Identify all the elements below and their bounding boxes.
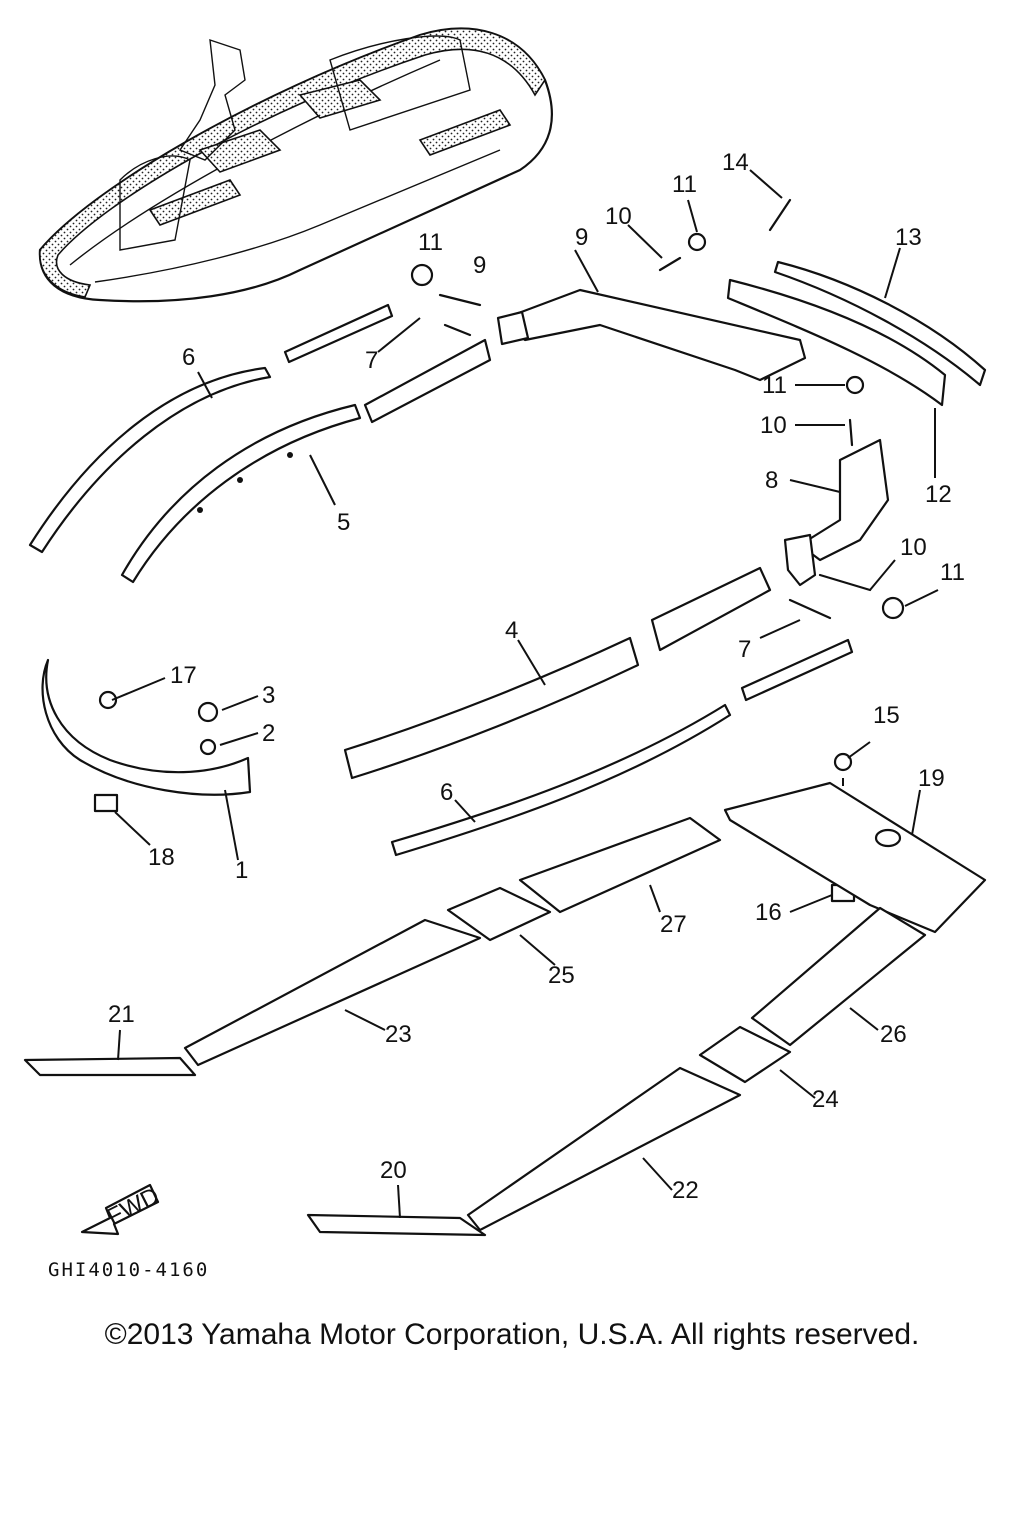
fwd-arrow-icon: FWD: [80, 1182, 164, 1236]
callout-21: 21: [108, 1001, 135, 1028]
callout-10-c: 10: [760, 412, 787, 439]
fwd-label: FWD: [103, 1182, 164, 1231]
callout-25: 25: [548, 962, 575, 989]
callout-8: 8: [765, 467, 778, 494]
callout-14: 14: [722, 149, 749, 176]
mat-27: [518, 816, 722, 914]
mat-25: [446, 886, 552, 942]
part-1-bow: [41, 658, 252, 796]
mat-26: [750, 906, 927, 1047]
callout-10-b: 10: [605, 203, 632, 230]
part-9-clip: [496, 310, 530, 346]
callout-20: 20: [380, 1157, 407, 1184]
part-4-rail: [343, 636, 640, 780]
callout-11-d: 11: [940, 559, 965, 586]
callout-1: 1: [235, 857, 248, 884]
callout-4: 4: [505, 617, 518, 644]
part-6-lower-strip: [390, 703, 732, 857]
callout-2: 2: [262, 720, 275, 747]
part-6-upper-strip: [28, 366, 272, 554]
callout-27: 27: [660, 911, 687, 938]
callout-10-d: 10: [900, 534, 927, 561]
callout-7-lower: 7: [738, 636, 751, 663]
deck-mats: [23, 781, 987, 1237]
callout-13: 13: [895, 224, 922, 251]
callout-11-a: 11: [418, 229, 443, 256]
part-5-holes: [197, 452, 293, 513]
watercraft-illustration: [38, 27, 553, 303]
callout-6-lower: 6: [440, 779, 453, 806]
callout-11-c: 11: [762, 372, 787, 399]
part-13-cover: [773, 260, 987, 387]
copyright-notice: ©2013 Yamaha Motor Corporation, U.S.A. A…: [104, 1318, 920, 1351]
callout-numbers: 6 5 7 11 9 9 10 11 14 13 11 10 8 12 10 1…: [108, 149, 965, 1204]
part-short-strip-c: [650, 566, 772, 652]
leader-lines: [111, 169, 939, 1219]
callout-18: 18: [148, 844, 175, 871]
part-8-end: [783, 533, 817, 587]
mat-21: [23, 1056, 197, 1077]
part-12-rail: [726, 278, 947, 407]
part-9-bracket: [498, 288, 807, 382]
callout-16: 16: [755, 899, 782, 926]
mat-19: [723, 781, 987, 934]
callout-10-a: 9: [473, 252, 486, 279]
callout-19: 19: [918, 765, 945, 792]
part-short-strip-d: [740, 638, 854, 702]
part-8-bracket: [798, 438, 890, 562]
mat-20: [306, 1213, 487, 1237]
callout-24: 24: [812, 1086, 839, 1113]
callout-12: 12: [925, 481, 952, 508]
callout-17: 17: [170, 662, 197, 689]
callout-5: 5: [337, 509, 350, 536]
mat-22: [466, 1066, 742, 1232]
callout-6-upper: 6: [182, 344, 195, 371]
callout-26: 26: [880, 1021, 907, 1048]
callout-15: 15: [873, 702, 900, 729]
parts-diagram: FWD 6 5: [23, 27, 987, 1237]
callout-3: 3: [262, 682, 275, 709]
callout-11-b: 11: [672, 171, 697, 198]
part-short-strip-b: [363, 338, 492, 424]
part-short-strip-a: [283, 303, 394, 364]
callout-22: 22: [672, 1177, 699, 1204]
diagram-code: GHI4010-4160: [48, 1259, 210, 1281]
mat-24: [698, 1025, 792, 1084]
mat-23: [183, 918, 482, 1067]
callout-7-upper: 7: [365, 347, 378, 374]
callout-23: 23: [385, 1021, 412, 1048]
callout-9: 9: [575, 224, 588, 251]
part-5-rail: [120, 403, 362, 584]
